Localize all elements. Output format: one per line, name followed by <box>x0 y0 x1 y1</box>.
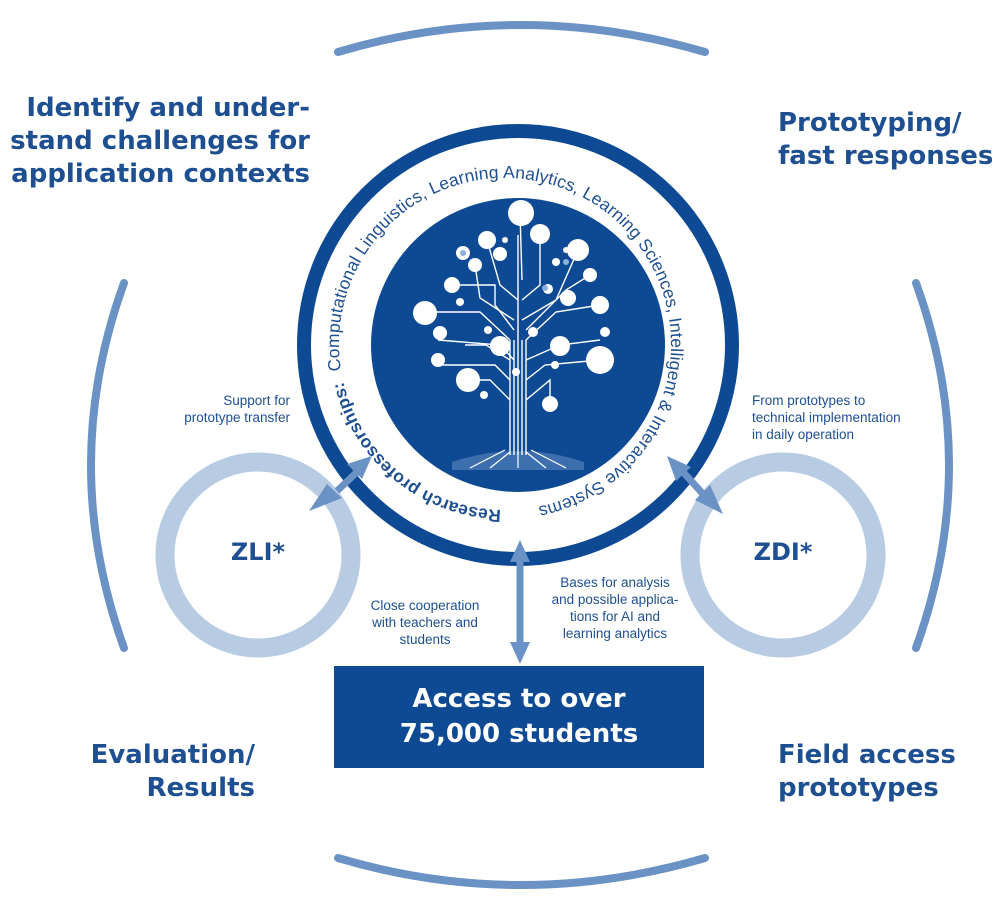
arrow-zli <box>309 456 372 511</box>
zli-ring <box>155 452 361 658</box>
corner-prototyping: Prototyping/ fast responses <box>778 108 994 171</box>
note-close-cooperation: Close cooperation with teachers and stud… <box>370 598 480 647</box>
access-students-box: Access to over 75,000 students <box>334 666 704 768</box>
corner-evaluation: Evaluation/ Results <box>90 740 255 803</box>
outer-arc-bottom <box>334 854 709 889</box>
zdi-label: ZDI* <box>753 538 813 566</box>
arrow-access <box>510 540 530 664</box>
arrow-zdi <box>667 456 723 514</box>
circuit-tree-icon <box>413 200 614 470</box>
note-from-prototypes: From prototypes to technical implementat… <box>752 393 901 442</box>
zdi-ring <box>680 452 886 658</box>
note-support-transfer: Support for prototype transfer <box>184 393 290 425</box>
note-bases-analysis: Bases for analysis and possible applica-… <box>551 575 679 641</box>
outer-arc-left <box>87 279 128 652</box>
corner-field-access: Field access prototypes <box>778 740 956 803</box>
corner-identify-challenges: Identify and under- stand challenges for… <box>10 93 310 189</box>
outer-arc-right <box>912 279 953 652</box>
outer-arc-top <box>334 21 709 56</box>
zli-label: ZLI* <box>230 538 286 566</box>
